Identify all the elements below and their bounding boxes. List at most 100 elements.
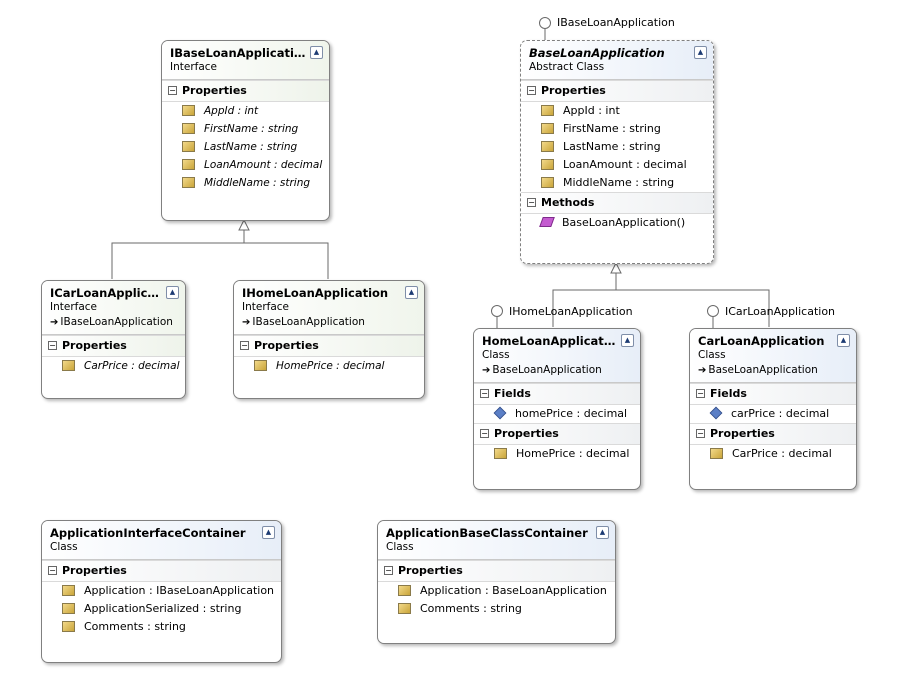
carloan-properties-section[interactable]: −Properties: [690, 423, 856, 445]
homeloan-properties-label: Properties: [494, 427, 559, 440]
ibase-member-text: AppId : int: [204, 105, 259, 117]
minus-icon[interactable]: −: [480, 428, 489, 438]
carloan-fields-section[interactable]: −Fields: [690, 383, 856, 405]
ihome-kind: Interface: [242, 301, 290, 313]
chevron-up-icon[interactable]: ▲: [405, 286, 418, 299]
ibase-interface-box[interactable]: IBaseLoanApplication Interface ▲ −Proper…: [161, 40, 330, 221]
ihome-properties-label: Properties: [254, 339, 319, 352]
chevron-up-icon[interactable]: ▲: [837, 334, 850, 347]
carloan-property[interactable]: CarPrice : decimal: [690, 445, 856, 463]
property-icon: [182, 122, 195, 134]
baseloan-property[interactable]: MiddleName : string: [521, 174, 713, 192]
icar-interface-box[interactable]: ICarLoanApplica... Interface ➔IBaseLoanA…: [41, 280, 186, 399]
minus-icon[interactable]: −: [384, 565, 393, 575]
homeloan-kind: Class: [482, 349, 510, 361]
ibase-kind: Interface: [170, 61, 218, 73]
minus-icon[interactable]: −: [48, 340, 57, 350]
ifacecontainer-header: ApplicationInterfaceContainer Class ▲: [42, 521, 281, 560]
homeloan-base: ➔BaseLoanApplication: [482, 363, 618, 378]
ihome-inherit-line: [244, 242, 329, 279]
ihome-interface-box[interactable]: IHomeLoanApplication Interface ➔IBaseLoa…: [233, 280, 425, 399]
basecontainer-kind: Class: [386, 541, 414, 553]
baseloan-property-text: MiddleName : string: [563, 176, 675, 189]
baseloan-method-text: BaseLoanApplication(): [562, 216, 686, 229]
carloan-property-text: CarPrice : decimal: [732, 447, 832, 460]
baseloan-properties-section[interactable]: −Properties: [521, 80, 713, 102]
baseloan-property-text: LastName : string: [563, 140, 661, 153]
ifacecontainer-properties-section[interactable]: −Properties: [42, 560, 281, 582]
ibase-member[interactable]: AppId : int: [162, 102, 329, 120]
arrow-right-icon: ➔: [242, 317, 251, 328]
homeloan-inherit-line: [552, 289, 616, 327]
baseloan-method[interactable]: BaseLoanApplication(): [521, 214, 713, 232]
basecontainer-properties-section[interactable]: −Properties: [378, 560, 615, 582]
basecontainer-title: ApplicationBaseClassContainer: [386, 526, 588, 540]
carloan-header: CarLoanApplication Class ➔BaseLoanApplic…: [690, 329, 856, 383]
homeloan-properties-section[interactable]: −Properties: [474, 423, 640, 445]
method-icon: [539, 217, 555, 227]
baseloan-property-text: FirstName : string: [563, 122, 661, 135]
baseloan-inherit-arrow: [610, 261, 622, 274]
ihome-properties-section[interactable]: −Properties: [234, 335, 424, 357]
baseloan-class-box[interactable]: BaseLoanApplication Abstract Class ▲ −Pr…: [520, 40, 714, 264]
ibase-member[interactable]: LoanAmount : decimal: [162, 156, 329, 174]
chevron-up-icon[interactable]: ▲: [262, 526, 275, 539]
homeloan-property[interactable]: HomePrice : decimal: [474, 445, 640, 463]
minus-icon[interactable]: −: [696, 428, 705, 438]
baseloan-kind: Abstract Class: [529, 61, 605, 73]
ifacecontainer-property-text: Application : IBaseLoanApplication: [84, 584, 275, 597]
baseloan-property[interactable]: LastName : string: [521, 138, 713, 156]
field-icon: [709, 406, 723, 420]
baseloan-lollipop-label: IBaseLoanApplication: [557, 16, 675, 29]
minus-icon[interactable]: −: [696, 388, 705, 398]
basecontainer-class-box[interactable]: ApplicationBaseClassContainer Class ▲ −P…: [377, 520, 616, 644]
minus-icon[interactable]: −: [527, 85, 536, 95]
carloan-class-box[interactable]: CarLoanApplication Class ➔BaseLoanApplic…: [689, 328, 857, 490]
ifacecontainer-property[interactable]: Application : IBaseLoanApplication: [42, 582, 281, 600]
minus-icon[interactable]: −: [48, 565, 57, 575]
ifacecontainer-property[interactable]: ApplicationSerialized : string: [42, 600, 281, 618]
carloan-inherit-line: [616, 289, 770, 327]
ihome-member[interactable]: HomePrice : decimal: [234, 357, 424, 375]
baseloan-methods-section[interactable]: −Methods: [521, 192, 713, 214]
homeloan-fields-section[interactable]: −Fields: [474, 383, 640, 405]
minus-icon[interactable]: −: [240, 340, 249, 350]
ifacecontainer-class-box[interactable]: ApplicationInterfaceContainer Class ▲ −P…: [41, 520, 282, 663]
property-icon: [182, 176, 195, 188]
carloan-field[interactable]: carPrice : decimal: [690, 405, 856, 423]
property-icon: [541, 104, 554, 116]
icar-title: ICarLoanApplica...: [50, 286, 163, 300]
icar-properties-section[interactable]: −Properties: [42, 335, 185, 357]
minus-icon[interactable]: −: [480, 388, 489, 398]
ifacecontainer-property[interactable]: Comments : string: [42, 618, 281, 636]
baseloan-property[interactable]: AppId : int: [521, 102, 713, 120]
homeloan-class-box[interactable]: HomeLoanApplication Class ➔BaseLoanAppli…: [473, 328, 641, 490]
basecontainer-property[interactable]: Comments : string: [378, 600, 615, 618]
baseloan-title: BaseLoanApplication: [529, 46, 665, 60]
ifacecontainer-property-text: Comments : string: [84, 620, 186, 633]
chevron-up-icon[interactable]: ▲: [166, 286, 179, 299]
ibase-member[interactable]: FirstName : string: [162, 120, 329, 138]
ibase-member[interactable]: MiddleName : string: [162, 174, 329, 192]
homeloan-field-text: homePrice : decimal: [515, 407, 628, 420]
homeloan-field[interactable]: homePrice : decimal: [474, 405, 640, 423]
icar-base-text: IBaseLoanApplication: [60, 316, 173, 328]
ibase-member[interactable]: LastName : string: [162, 138, 329, 156]
carloan-title: CarLoanApplication: [698, 334, 825, 348]
carloan-lollipop-label: ICarLoanApplication: [725, 305, 836, 318]
chevron-up-icon[interactable]: ▲: [310, 46, 323, 59]
chevron-up-icon[interactable]: ▲: [596, 526, 609, 539]
icar-member[interactable]: CarPrice : decimal: [42, 357, 185, 375]
carloan-fields-label: Fields: [710, 387, 747, 400]
chevron-up-icon[interactable]: ▲: [621, 334, 634, 347]
baseloan-property[interactable]: LoanAmount : decimal: [521, 156, 713, 174]
basecontainer-property[interactable]: Application : BaseLoanApplication: [378, 582, 615, 600]
ibase-member-text: LastName : string: [204, 141, 298, 153]
minus-icon[interactable]: −: [168, 85, 177, 95]
minus-icon[interactable]: −: [527, 197, 536, 207]
baseloan-property[interactable]: FirstName : string: [521, 120, 713, 138]
ifacecontainer-properties-label: Properties: [62, 564, 127, 577]
chevron-up-icon[interactable]: ▲: [694, 46, 707, 59]
ibase-properties-section[interactable]: −Properties: [162, 80, 329, 102]
